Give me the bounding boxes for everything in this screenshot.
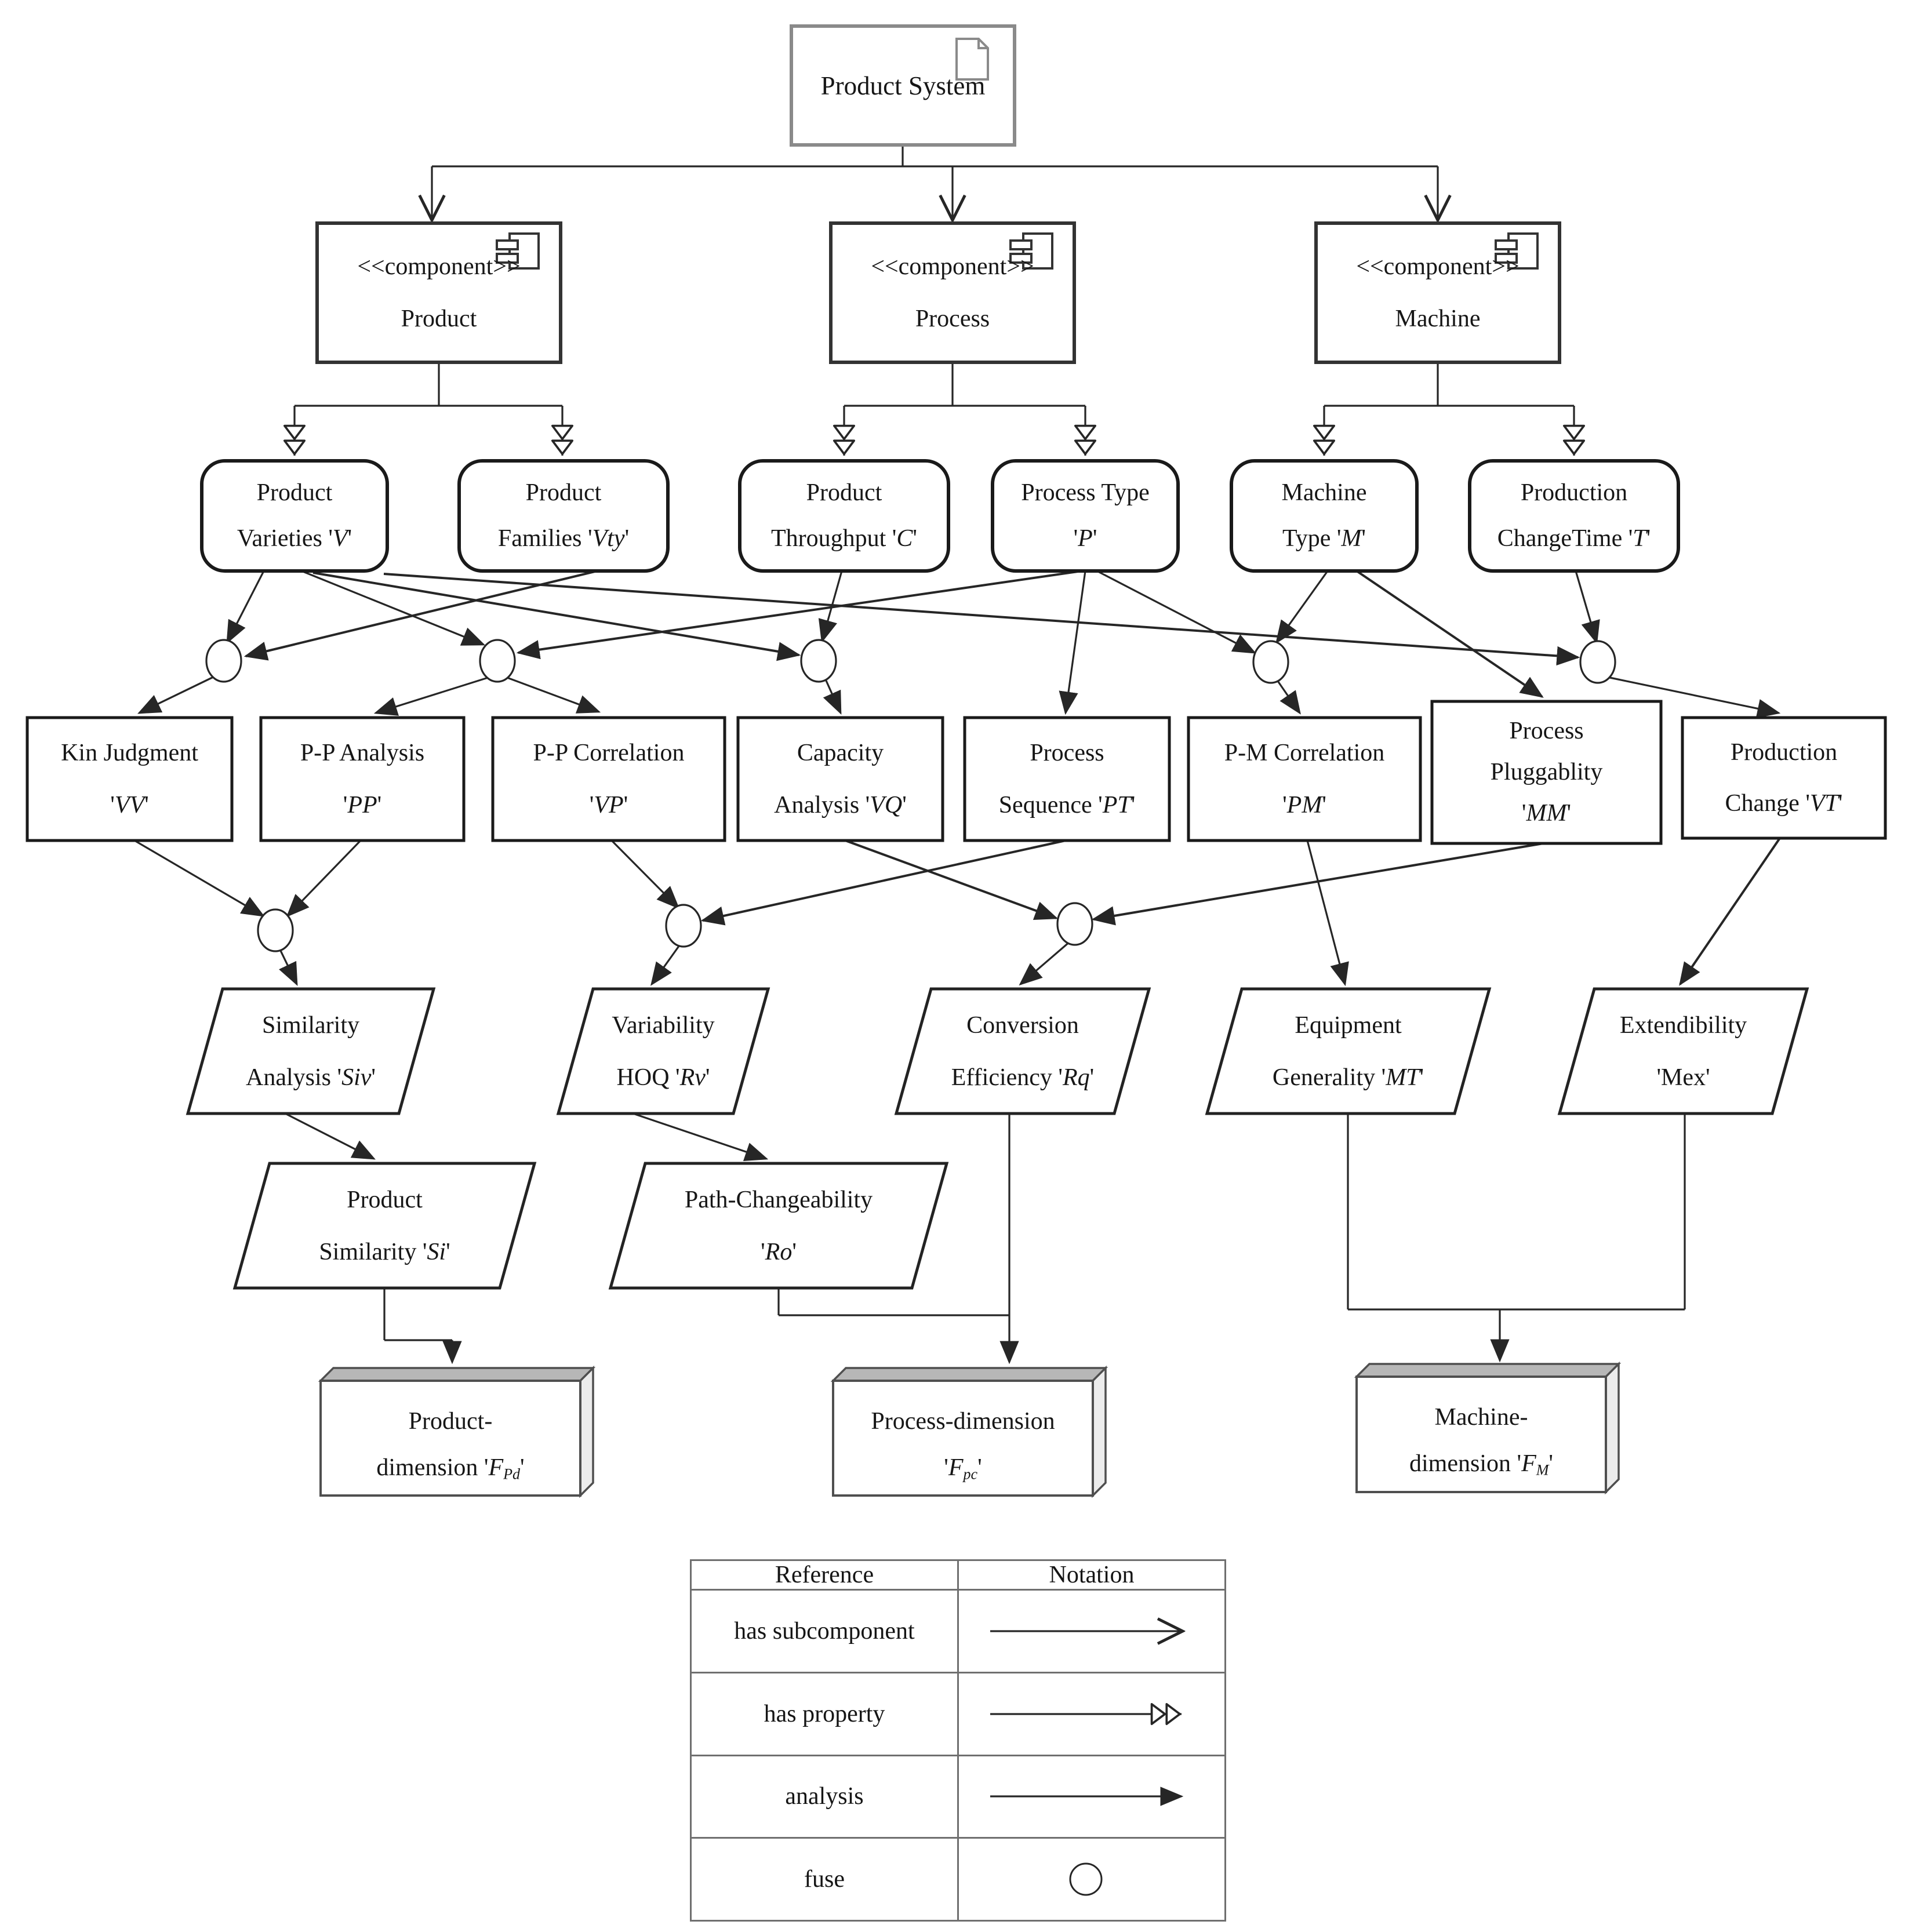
shape-an-pt <box>963 716 1171 842</box>
legend-label: has property <box>690 1671 959 1756</box>
shape-prop-vty <box>457 459 670 573</box>
shape-prop-p <box>991 459 1180 573</box>
shape-pa-mex <box>1557 987 1809 1115</box>
legend-header-notation: Notation <box>957 1559 1226 1591</box>
shape-pa-rq <box>894 987 1151 1115</box>
shape-comp-machine <box>1314 221 1561 364</box>
shape-cu-fpd <box>318 1365 596 1498</box>
legend-row-has-subcomponent: has subcomponent <box>690 1589 1226 1673</box>
legend-notation-circle <box>957 1837 1226 1922</box>
node-product-system: Product System <box>820 71 986 100</box>
shape-an-vp <box>491 716 726 842</box>
shape-an-vv <box>26 716 234 842</box>
legend-notation-solid <box>957 1754 1226 1839</box>
legend-notation-open <box>957 1589 1226 1673</box>
shape-pa-si <box>232 1162 537 1290</box>
shape-an-pp <box>259 716 466 842</box>
legend-label: fuse <box>690 1837 959 1922</box>
fuse-circle <box>1579 640 1616 684</box>
fuse-circle <box>205 639 242 683</box>
fuse-circle <box>1056 902 1093 946</box>
node-an-vv: Kin Judgment'VV' <box>61 740 198 818</box>
node-cu-fpd: Product-dimension 'FPd' <box>376 1408 525 1483</box>
legend-row-fuse: fuse <box>690 1837 1226 1922</box>
node-an-pp: P-P Analysis'PP' <box>300 740 425 818</box>
shape-pa-rv <box>556 987 770 1115</box>
shape-cu-fpc <box>830 1365 1108 1498</box>
shape-comp-product <box>315 221 562 364</box>
component-icon <box>1009 232 1053 270</box>
shape-pa-mt <box>1205 987 1492 1115</box>
legend-header-reference: Reference <box>690 1559 959 1591</box>
shape-an-mm <box>1430 700 1663 845</box>
edges <box>134 145 1781 1365</box>
legend-label: analysis <box>690 1754 959 1839</box>
legend-label: has subcomponent <box>690 1589 959 1673</box>
shape-prop-c <box>738 459 950 573</box>
node-comp-process: <<component>>Process <box>871 253 1034 332</box>
fuse-circle <box>257 908 294 952</box>
shape-pa-ro <box>608 1162 949 1290</box>
node-an-vp: P-P Correlation'VP' <box>533 740 685 818</box>
legend-notation-chev <box>957 1671 1226 1756</box>
fuse-circle <box>665 904 702 948</box>
shape-prop-m <box>1230 459 1419 573</box>
fuse-circle <box>800 639 837 683</box>
node-pa-ro: Path-Changeability'Ro' <box>684 1186 873 1265</box>
node-pa-mex: Extendibility'Mex' <box>1619 1012 1747 1091</box>
node-cu-fpc: Process-dimension'Fpc' <box>871 1408 1055 1483</box>
component-icon <box>496 232 540 270</box>
legend-row-has-property: has property <box>690 1671 1226 1756</box>
node-an-pm: P-M Correlation'PM' <box>1224 740 1385 818</box>
shape-an-vt <box>1681 716 1887 840</box>
component-icon <box>1495 232 1539 270</box>
fuse-circle <box>1252 640 1289 684</box>
shape-product-system <box>790 24 1016 147</box>
shape-pa-siv <box>186 987 436 1115</box>
shape-prop-t <box>1468 459 1680 573</box>
shape-prop-v <box>200 459 389 573</box>
node-comp-product: <<component>>Product <box>357 253 521 332</box>
node-cu-fm: Machine-dimension 'FM' <box>1409 1404 1553 1479</box>
shape-an-pm <box>1187 716 1422 842</box>
node-comp-machine: <<component>>Machine <box>1356 253 1520 332</box>
shape-an-vq <box>736 716 944 842</box>
shape-comp-process <box>829 221 1076 364</box>
fuse-circle <box>479 639 516 683</box>
node-prop-p: Process Type'P' <box>1021 479 1150 552</box>
shape-cu-fm <box>1354 1361 1622 1495</box>
document-icon <box>955 38 989 81</box>
legend-row-analysis: analysis <box>690 1754 1226 1839</box>
